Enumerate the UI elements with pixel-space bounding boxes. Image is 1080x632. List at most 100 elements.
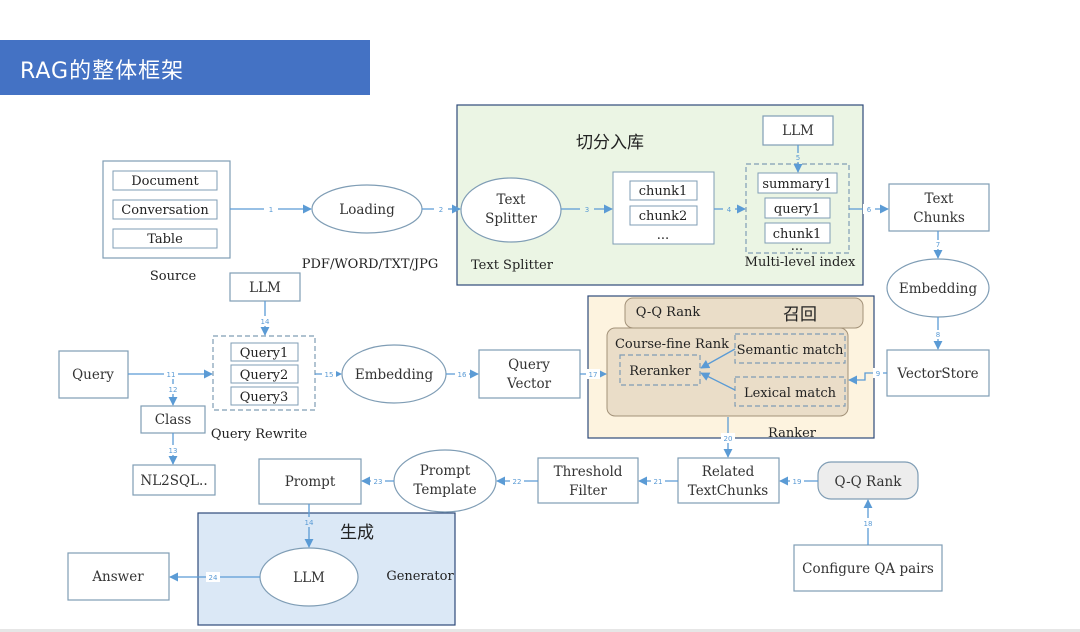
threshold-label-1: Threshold (554, 464, 623, 480)
splitter-caption: Text Splitter (471, 258, 554, 273)
reranker-box (619, 354, 701, 386)
query-vector-box (478, 349, 581, 399)
rewrite-llm (229, 272, 301, 302)
rewrite-llm-label: LLM (249, 280, 281, 296)
text-chunks-label-1: Text (925, 191, 955, 207)
course-fine-panel (606, 327, 849, 417)
text-chunks-label-2: Chunks (913, 210, 965, 226)
course-fine-label: Course-fine Rank (615, 337, 729, 352)
query-vector-label-2: Vector (506, 376, 552, 392)
step-9: 9 (876, 370, 880, 378)
prompt-template-label-1: Prompt (420, 463, 471, 479)
banner-title: RAG的整体框架 (20, 59, 185, 84)
split-zone-title: 切分入库 (576, 133, 644, 153)
prompt-template-label-2: Template (413, 482, 476, 498)
reranker-lexical-arrow (700, 372, 736, 391)
embedding-right-label: Embedding (899, 281, 978, 297)
lexical-match-box (734, 376, 846, 407)
nl2sql-label: NL2SQL.. (140, 473, 207, 489)
rewrite-query3 (230, 386, 299, 406)
rewrite-query1 (230, 342, 299, 362)
index-ellipsis: ... (791, 239, 803, 254)
step-1: 1 (269, 206, 273, 214)
prompt-box (258, 458, 362, 505)
source-caption: Source (150, 269, 197, 284)
loading-label: Loading (339, 202, 395, 218)
query-rewrite-group (212, 335, 316, 411)
related-label-2: TextChunks (688, 483, 769, 499)
query-label: Query (72, 367, 114, 383)
formats-caption: PDF/WORD/TXT/JPG (302, 257, 439, 272)
answer-label: Answer (91, 569, 144, 585)
ranker-qq-label: Q-Q Rank (636, 305, 701, 320)
step-23: 23 (374, 478, 383, 486)
step-16: 16 (458, 371, 467, 379)
query-vector-label-1: Query (508, 357, 550, 373)
semantic-match-box (734, 333, 846, 364)
step-3: 3 (585, 206, 589, 214)
chunk-1-label: chunk1 (639, 184, 688, 199)
split-llm (762, 115, 834, 146)
source-table-label: Table (147, 232, 183, 247)
step-2: 2 (439, 206, 443, 214)
generator-title: 生成 (340, 523, 374, 543)
related-label-1: Related (702, 464, 755, 480)
reranker-semantic-arrow (700, 348, 736, 369)
qq-rank-pill-label: Q-Q Rank (835, 474, 903, 490)
prompt-label: Prompt (285, 474, 336, 490)
step-17: 17 (589, 371, 598, 379)
threshold-box (537, 457, 639, 504)
vectorstore-label: VectorStore (896, 366, 978, 382)
reranker-label: Reranker (629, 364, 691, 379)
generator-llm-label: LLM (293, 570, 325, 586)
step-13: 13 (169, 447, 178, 455)
class-label: Class (155, 412, 192, 428)
rewrite-query3-label: Query3 (240, 390, 289, 405)
related-box (677, 457, 780, 504)
prompt-template-node (393, 449, 497, 513)
rewrite-query1-label: Query1 (240, 346, 289, 361)
index-chunk1-label: chunk1 (773, 227, 822, 242)
bottom-divider (0, 629, 1080, 632)
step-4: 4 (727, 206, 732, 214)
ranker-caption: Ranker (768, 426, 817, 441)
ranker-title: 召回 (783, 305, 817, 325)
split-llm-label: LLM (782, 123, 814, 139)
step-14a: 14 (261, 318, 270, 326)
step-6: 6 (867, 206, 872, 214)
step-15: 15 (325, 371, 334, 379)
step-22: 22 (513, 478, 522, 486)
generator-zone (197, 512, 456, 626)
step-21: 21 (654, 478, 663, 486)
index-summary1 (757, 172, 838, 194)
step-18: 18 (864, 520, 873, 528)
title-banner: RAG的整体框架 (0, 40, 370, 95)
embedding-mid-label: Embedding (355, 367, 434, 383)
vectorstore-box (886, 349, 990, 397)
chunk-2-label: chunk2 (639, 209, 688, 224)
index-chunk1 (764, 222, 831, 244)
step-12: 12 (169, 386, 178, 394)
chunk-ellipsis: ... (657, 228, 669, 243)
index-summary1-label: summary1 (762, 177, 831, 192)
semantic-match-label: Semantic match (737, 343, 844, 358)
query-rewrite-caption: Query Rewrite (211, 427, 308, 442)
rewrite-query2-label: Query2 (240, 368, 289, 383)
step-24: 24 (209, 574, 218, 582)
step-19: 19 (793, 478, 802, 486)
nl2sql-box (132, 464, 216, 496)
chunk-2 (629, 205, 698, 226)
text-splitter-node (460, 177, 562, 243)
configure-qa-box (793, 544, 943, 592)
step-20: 20 (724, 435, 733, 443)
step-14b: 14 (305, 519, 314, 527)
index-query1 (764, 197, 831, 219)
rewrite-query2 (230, 364, 299, 384)
source-conversation-label: Conversation (121, 203, 209, 218)
configure-qa-label: Configure QA pairs (802, 561, 934, 577)
source-document (112, 170, 218, 191)
index-caption: Multi-level index (745, 255, 856, 270)
source-table (112, 228, 218, 249)
index-query1-label: query1 (774, 202, 820, 217)
